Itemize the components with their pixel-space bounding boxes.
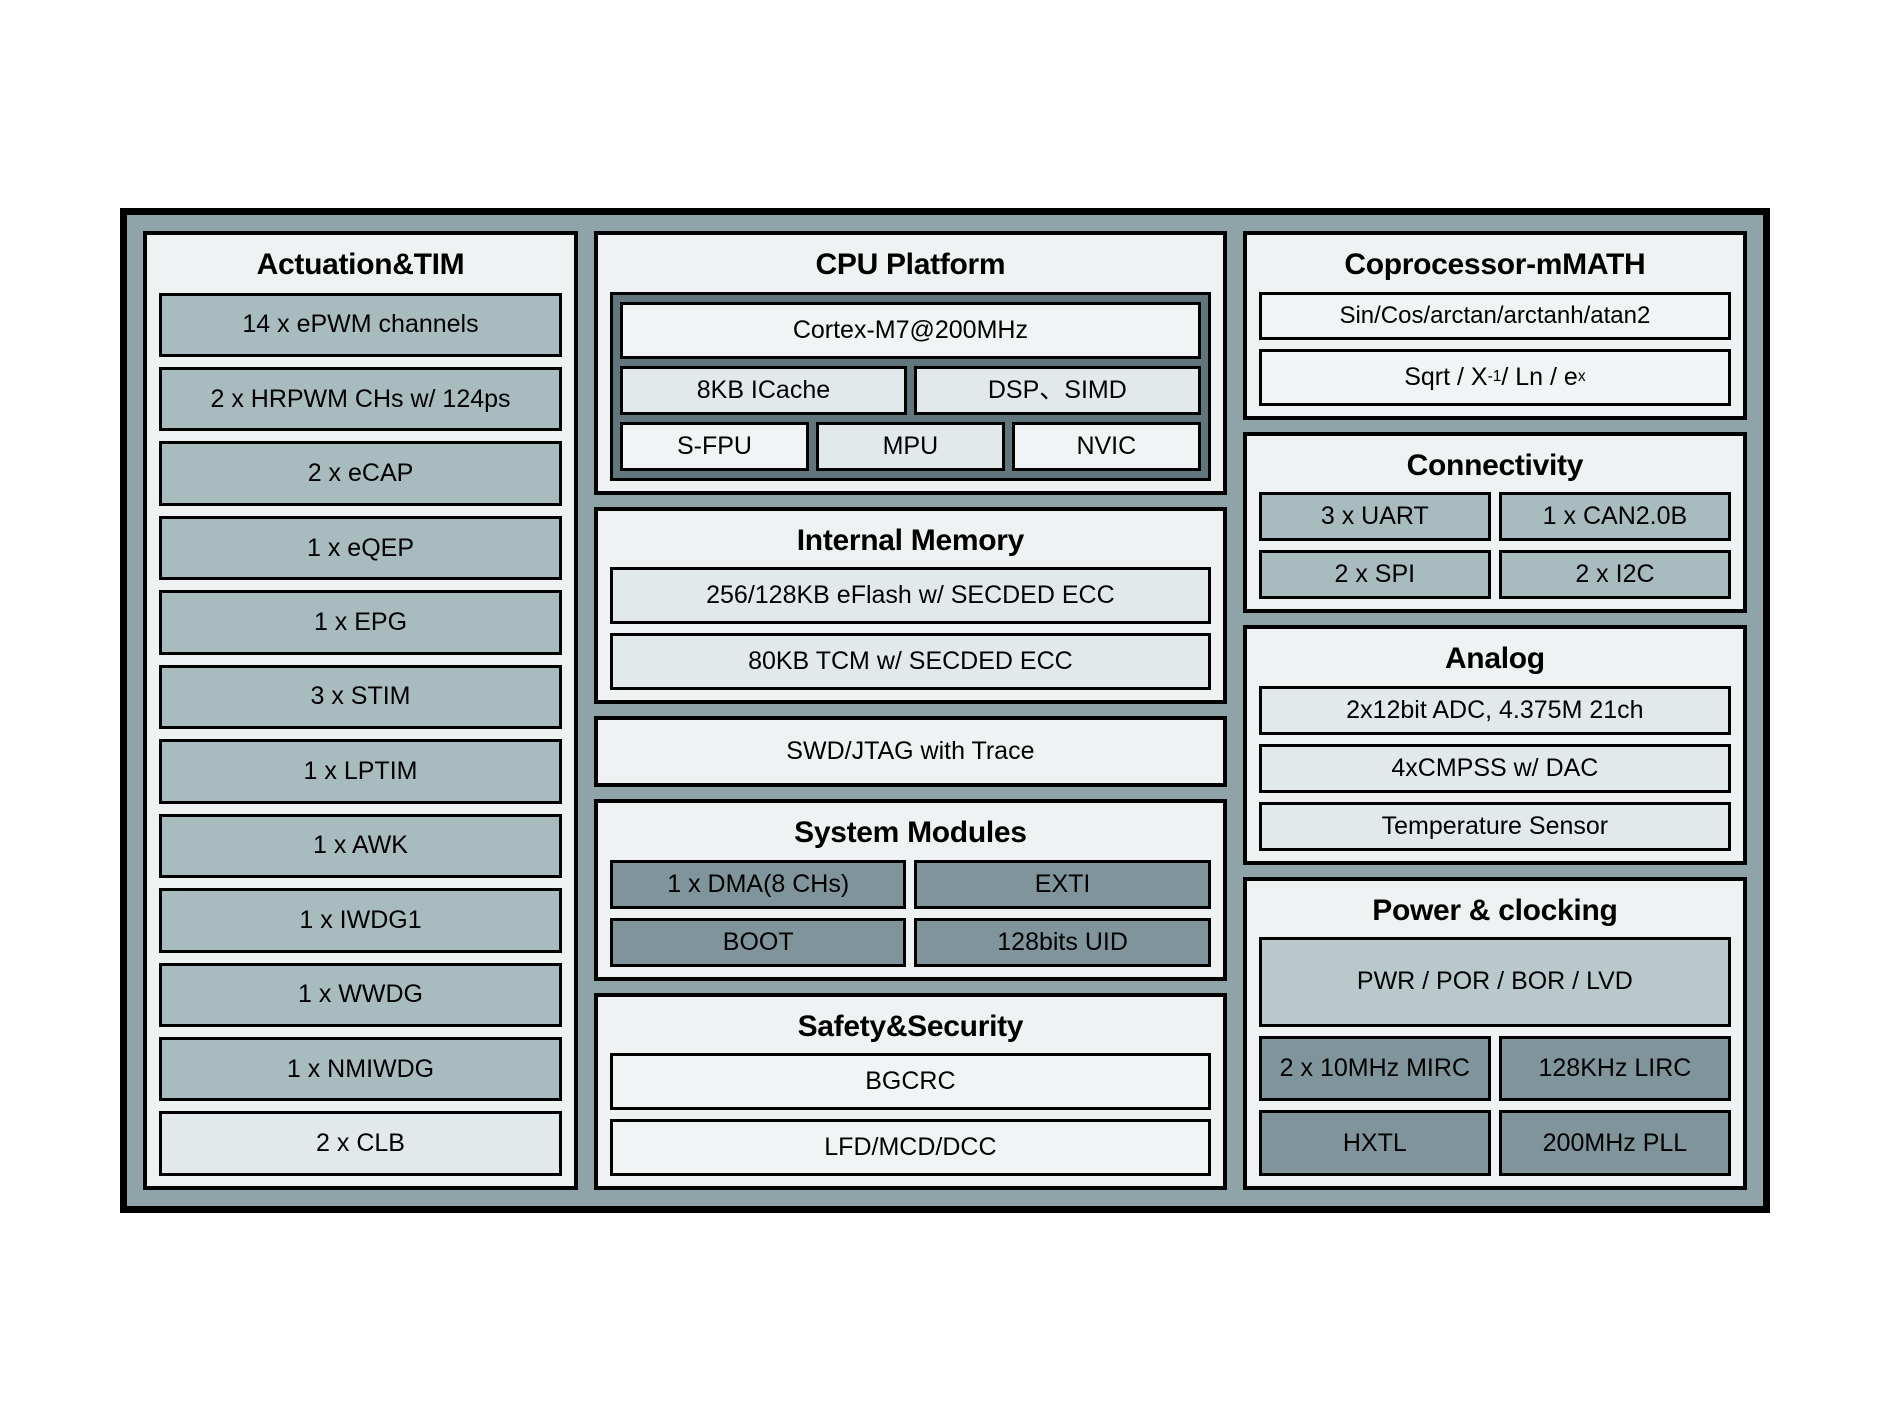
group-title-cpu-platform: CPU Platform: [815, 248, 1006, 281]
block-i2c[interactable]: 2 x I2C: [1498, 550, 1731, 599]
cpu-row-fpu-mpu-nvic: S-FPU MPU NVIC: [620, 421, 1201, 471]
group-coprocessor-mmath: Coprocessor-mMATH Sin/Cos/arctan/arctanh…: [1242, 231, 1747, 420]
cpu-inner-frame: Cortex-M7@200MHz 8KB ICache DSP、SIMD S-F…: [610, 291, 1211, 481]
connectivity-row-spi-i2c: 2 x SPI 2 x I2C: [1258, 550, 1731, 599]
center-column: CPU Platform Cortex-M7@200MHz 8KB ICache…: [594, 231, 1227, 1190]
power-row-hxtl-pll: HXTL 200MHz PLL: [1258, 1110, 1731, 1177]
group-actuation-tim: Actuation&TIM 14 x ePWM channels 2 x HRP…: [143, 231, 579, 1190]
block-spi[interactable]: 2 x SPI: [1258, 550, 1491, 599]
block-epwm-channels[interactable]: 14 x ePWM channels: [159, 292, 563, 357]
group-debug: SWD/JTAG with Trace: [594, 716, 1227, 787]
block-iwdg1[interactable]: 1 x IWDG1: [159, 888, 563, 953]
system-row-boot-uid: BOOT 128bits UID: [610, 917, 1211, 967]
block-tcm[interactable]: 80KB TCM w/ SECDED ECC: [610, 633, 1211, 690]
block-can[interactable]: 1 x CAN2.0B: [1498, 492, 1731, 541]
formula-mid: / Ln / e: [1501, 362, 1578, 391]
block-uid[interactable]: 128bits UID: [914, 917, 1211, 967]
group-title-system-modules: System Modules: [794, 816, 1027, 849]
connectivity-row-uart-can: 3 x UART 1 x CAN2.0B: [1258, 492, 1731, 541]
block-nmiwdg[interactable]: 1 x NMIWDG: [159, 1037, 563, 1102]
group-analog: Analog 2x12bit ADC, 4.375M 21ch 4xCMPSS …: [1242, 625, 1747, 865]
group-title-power-clocking: Power & clocking: [1372, 893, 1618, 927]
cpu-row-icache-dsp: 8KB ICache DSP、SIMD: [620, 365, 1201, 415]
block-icache[interactable]: 8KB ICache: [620, 365, 907, 415]
block-clb[interactable]: 2 x CLB: [159, 1111, 563, 1176]
block-lfd-mcd-dcc[interactable]: LFD/MCD/DCC: [610, 1119, 1211, 1176]
left-column: Actuation&TIM 14 x ePWM channels 2 x HRP…: [143, 231, 579, 1190]
group-title-analog: Analog: [1444, 642, 1545, 675]
block-adc[interactable]: 2x12bit ADC, 4.375M 21ch: [1258, 685, 1731, 735]
block-dma[interactable]: 1 x DMA(8 CHs): [610, 859, 907, 909]
right-column: Coprocessor-mMATH Sin/Cos/arctan/arctanh…: [1242, 231, 1747, 1190]
group-title-coprocessor: Coprocessor-mMATH: [1344, 248, 1646, 281]
block-uart[interactable]: 3 x UART: [1258, 492, 1491, 541]
block-nvic[interactable]: NVIC: [1011, 421, 1201, 471]
block-exti[interactable]: EXTI: [914, 859, 1211, 909]
block-bgcrc[interactable]: BGCRC: [610, 1053, 1211, 1110]
group-title-actuation: Actuation&TIM: [256, 248, 465, 281]
block-s-fpu[interactable]: S-FPU: [620, 421, 809, 471]
block-pll[interactable]: 200MHz PLL: [1498, 1110, 1731, 1177]
block-awk[interactable]: 1 x AWK: [159, 813, 563, 879]
block-hrpwm-chs[interactable]: 2 x HRPWM CHs w/ 124ps: [159, 366, 563, 432]
system-row-dma-exti: 1 x DMA(8 CHs) EXTI: [610, 859, 1211, 909]
block-dsp-simd[interactable]: DSP、SIMD: [913, 365, 1201, 415]
group-system-modules: System Modules 1 x DMA(8 CHs) EXTI BOOT …: [594, 799, 1227, 981]
group-connectivity: Connectivity 3 x UART 1 x CAN2.0B 2 x SP…: [1242, 431, 1747, 613]
block-boot[interactable]: BOOT: [610, 917, 907, 967]
block-cmpss-dac[interactable]: 4xCMPSS w/ DAC: [1258, 743, 1731, 793]
block-temperature-sensor[interactable]: Temperature Sensor: [1258, 801, 1731, 851]
block-eqep[interactable]: 1 x eQEP: [159, 515, 563, 581]
group-safety-security: Safety&Security BGCRC LFD/MCD/DCC: [594, 992, 1227, 1190]
block-epg[interactable]: 1 x EPG: [159, 590, 563, 655]
block-lptim[interactable]: 1 x LPTIM: [159, 739, 563, 804]
block-eflash[interactable]: 256/128KB eFlash w/ SECDED ECC: [610, 567, 1211, 624]
group-power-clocking: Power & clocking PWR / POR / BOR / LVD 2…: [1242, 876, 1747, 1190]
block-mirc[interactable]: 2 x 10MHz MIRC: [1258, 1035, 1491, 1102]
chip-block-diagram: Actuation&TIM 14 x ePWM channels 2 x HRP…: [120, 208, 1770, 1213]
block-mpu[interactable]: MPU: [815, 421, 1005, 471]
block-hxtl[interactable]: HXTL: [1258, 1110, 1491, 1177]
block-pwr-por-bor-lvd[interactable]: PWR / POR / BOR / LVD: [1258, 937, 1731, 1027]
block-wwdg[interactable]: 1 x WWDG: [159, 962, 563, 1028]
group-cpu-platform: CPU Platform Cortex-M7@200MHz 8KB ICache…: [594, 231, 1227, 495]
block-lirc[interactable]: 128KHz LIRC: [1498, 1035, 1731, 1102]
group-title-connectivity: Connectivity: [1406, 448, 1584, 482]
group-title-internal-memory: Internal Memory: [796, 523, 1025, 557]
block-stim[interactable]: 3 x STIM: [159, 664, 563, 730]
block-ecap[interactable]: 2 x eCAP: [159, 441, 563, 506]
actuation-item-list: 14 x ePWM channels 2 x HRPWM CHs w/ 124p…: [159, 292, 563, 1177]
group-internal-memory: Internal Memory 256/128KB eFlash w/ SECD…: [594, 506, 1227, 704]
formula-pre: Sqrt / X: [1404, 362, 1488, 391]
block-cortex-m7[interactable]: Cortex-M7@200MHz: [620, 301, 1201, 359]
block-trig-functions[interactable]: Sin/Cos/arctan/arctanh/atan2: [1258, 291, 1731, 340]
block-swd-jtag-trace[interactable]: SWD/JTAG with Trace: [786, 737, 1035, 765]
group-title-safety-security: Safety&Security: [797, 1009, 1024, 1043]
power-row-mirc-lirc: 2 x 10MHz MIRC 128KHz LIRC: [1258, 1035, 1731, 1102]
